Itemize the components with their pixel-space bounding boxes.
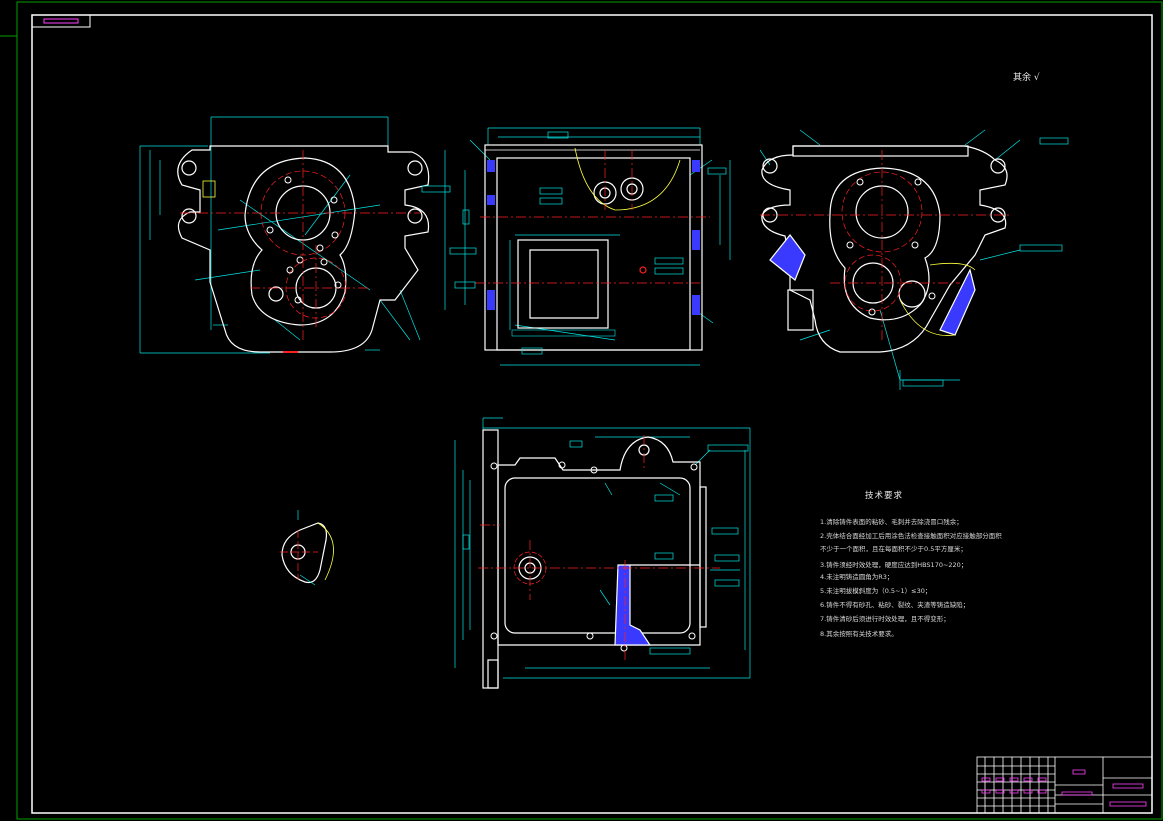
title-block-tag xyxy=(981,777,991,782)
tech-requirement-line: 4.未注明铸造圆角为R3； xyxy=(820,572,893,581)
title-block-tag xyxy=(981,789,991,794)
title-block-tag xyxy=(995,789,1005,794)
tech-requirement-line: 3.铸件须经时效处理，硬度应达到HBS170~220； xyxy=(820,560,967,569)
tech-requirements-list: 1.清除铸件表面的粘砂、毛刺并去除浇冒口残余； 2.壳体结合面经加工后用涂色法检查… xyxy=(820,517,1002,638)
drawing-frame xyxy=(31,14,1153,814)
tech-requirement-line: 不少于一个面积，且在每面积不少于0.5平方厘米； xyxy=(820,544,967,553)
tech-requirements-title: 技术要求 xyxy=(865,490,903,501)
annotation-tags xyxy=(421,131,1069,655)
tech-requirement-line: 1.清除铸件表面的粘砂、毛刺并去除浇冒口残余； xyxy=(820,517,963,526)
tech-requirement-line: 5.未注明拔模斜度为（0.5~1）≤30； xyxy=(820,586,931,595)
title-block-tag xyxy=(995,777,1005,782)
svg-text:其余 √: 其余 √ xyxy=(1013,71,1040,83)
side-section-view xyxy=(444,127,731,366)
top-view-bottom xyxy=(454,417,751,689)
tech-requirement-line: 8.其余按照有关技术要求。 xyxy=(820,629,898,638)
title-block-tag xyxy=(1023,777,1033,782)
title-block-tag xyxy=(1037,789,1047,794)
title-block-tag xyxy=(1037,777,1047,782)
detail-view xyxy=(280,510,334,586)
technical-requirements: 技术要求 1.清除铸件表面的粘砂、毛刺并去除浇冒口残余； 2.壳体结合面经加工后用… xyxy=(820,490,1002,638)
title-block xyxy=(976,756,1153,814)
rear-view-right xyxy=(759,129,1021,390)
tech-requirement-line: 2.壳体结合面经加工后用涂色法检查接触面积对应接触部分面积 xyxy=(820,531,1002,540)
tech-requirement-line: 7.铸件清砂后须进行时效处理，且不得变形； xyxy=(820,614,950,623)
front-view-left xyxy=(139,116,430,354)
roughness-note: 其余 √ xyxy=(1013,71,1040,83)
title-block-tag xyxy=(1023,789,1033,794)
title-block-tag xyxy=(1009,777,1019,782)
tech-requirement-line: 6.铸件不得有砂孔、粘砂、裂纹、夹渣等铸造缺陷； xyxy=(820,600,969,609)
title-block-tag xyxy=(1009,789,1019,794)
